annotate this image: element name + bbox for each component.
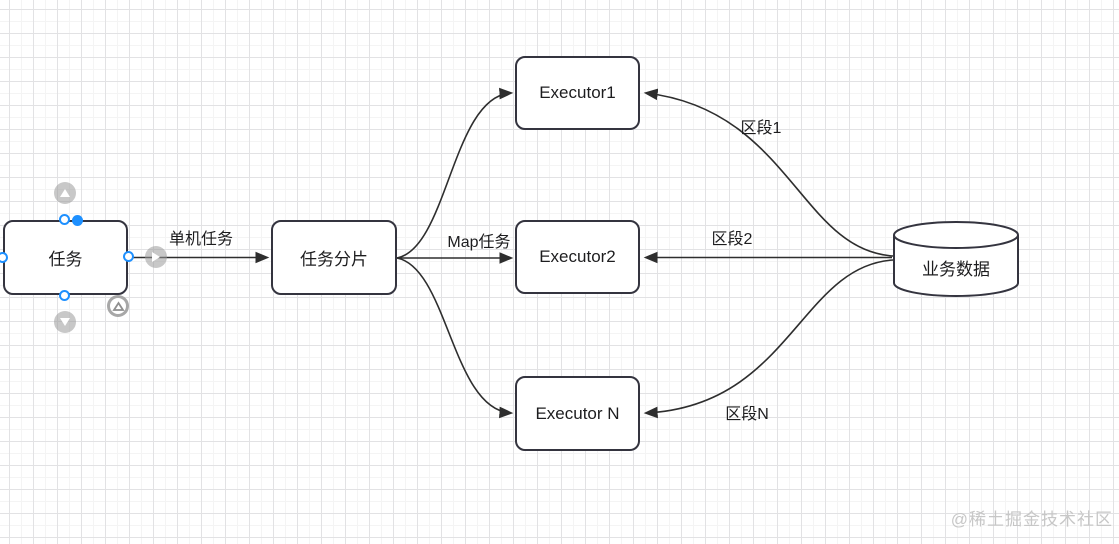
quick-connect-down-button[interactable] — [54, 311, 76, 333]
quick-connect-up-button[interactable] — [54, 182, 76, 204]
edge-datastore-to-exec1[interactable] — [643, 88, 894, 257]
watermark: @稀土掘金技术社区 — [950, 510, 1113, 529]
node-executor-n[interactable]: Executor N — [515, 376, 640, 451]
quick-connect-right-button[interactable] — [145, 246, 167, 268]
arrow-up-icon — [60, 189, 70, 197]
node-datastore-shape[interactable] — [893, 221, 1019, 297]
node-executor-n-label: Executor N — [535, 403, 620, 423]
edge-label-map-task[interactable]: Map任务 — [447, 234, 511, 251]
node-executor2-label: Executor2 — [539, 247, 616, 266]
edge-label-segment2[interactable]: 区段2 — [711, 231, 753, 248]
node-executor2[interactable]: Executor2 — [515, 220, 640, 294]
edge-label-segment1[interactable]: 区段1 — [740, 120, 782, 137]
resize-handle-right[interactable] — [123, 251, 134, 262]
edge-shard-to-execn[interactable] — [396, 257, 514, 419]
node-executor1-label: Executor1 — [539, 83, 616, 102]
arrow-down-icon — [60, 318, 70, 326]
edge-label-segment-n[interactable]: 区段N — [725, 406, 769, 423]
triangle-outline-icon — [111, 300, 125, 311]
resize-handle-bottom[interactable] — [59, 290, 70, 301]
node-shard[interactable]: 任务分片 — [271, 220, 397, 295]
edge-label-task-to-shard[interactable]: 单机任务 — [168, 231, 234, 248]
node-extra-handle-button[interactable] — [107, 295, 129, 317]
edge-shard-to-exec1[interactable] — [396, 87, 514, 259]
node-executor1[interactable]: Executor1 — [515, 56, 640, 130]
node-task[interactable]: 任务 — [3, 220, 128, 295]
connection-point-dot[interactable] — [72, 215, 83, 226]
resize-handle-top[interactable] — [59, 214, 70, 225]
arrow-right-icon — [152, 252, 160, 262]
edge-datastore-to-execn[interactable] — [643, 259, 894, 419]
node-task-label: 任务 — [48, 250, 83, 269]
node-shard-label: 任务分片 — [300, 250, 368, 269]
node-datastore-label: 业务数据 — [922, 259, 990, 279]
resize-handle-left[interactable] — [0, 252, 8, 263]
